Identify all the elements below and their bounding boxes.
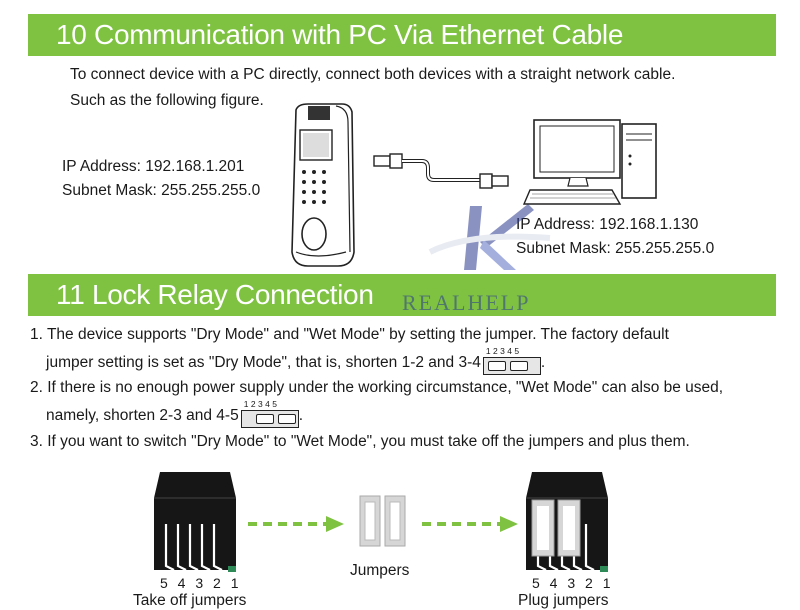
item-1-end: . <box>540 354 546 372</box>
network-cable-illustration <box>373 153 509 189</box>
jumper-pin-numbers: 12345 <box>243 399 280 409</box>
plug-jumpers-label: Plug jumpers <box>518 592 609 609</box>
wet-mode-jumper-icon: 12345 <box>240 399 299 428</box>
pc-subnet-mask: Subnet Mask: 255.255.255.0 <box>516 240 715 257</box>
pc-ip-address: IP Address: 192.168.1.130 <box>516 216 699 233</box>
item-3: 3. If you want to switch "Dry Mode" to "… <box>30 433 690 450</box>
jumper-pin-numbers: 12345 <box>485 346 522 356</box>
take-off-jumpers-label: Take off jumpers <box>133 592 247 609</box>
arrow-right-icon <box>422 516 518 532</box>
relay-block-without-jumpers <box>154 472 236 572</box>
arrow-right-icon <box>248 516 344 532</box>
realhelp-watermark-text: REALHELP <box>402 290 531 315</box>
realhelp-watermark-logo <box>428 204 551 270</box>
pc-illustration <box>522 119 657 205</box>
item-2-line-2: namely, shorten 2-3 and 4-5 12345. <box>46 399 304 428</box>
jumper-cap-icon <box>509 361 528 371</box>
item-2-line-1: 2. If there is no enough power supply un… <box>30 379 724 396</box>
item-1-text: jumper setting is set as "Dry Mode", tha… <box>46 354 481 372</box>
right-pin-numbers: 5 4 3 2 1 <box>532 575 614 591</box>
jumpers-illustration <box>359 495 406 547</box>
section-10-header: 10 Communication with PC Via Ethernet Ca… <box>28 14 776 56</box>
intro-line-2: Such as the following figure. <box>70 92 264 109</box>
relay-block-with-jumpers <box>526 472 608 572</box>
intro-line-1: To connect device with a PC directly, co… <box>70 66 676 83</box>
item-1-line-2: jumper setting is set as "Dry Mode", tha… <box>46 346 546 375</box>
item-1-line-1: 1. The device supports "Dry Mode" and "W… <box>30 326 669 343</box>
access-device-illustration <box>291 103 355 267</box>
left-pin-numbers: 5 4 3 2 1 <box>160 575 242 591</box>
dry-mode-jumper-icon: 12345 <box>482 346 541 375</box>
jumper-cap-icon <box>487 361 506 371</box>
device-subnet-mask: Subnet Mask: 255.255.255.0 <box>62 182 261 199</box>
item-2-text: namely, shorten 2-3 and 4-5 <box>46 407 239 425</box>
jumpers-label: Jumpers <box>350 562 410 579</box>
device-ip-address: IP Address: 192.168.1.201 <box>62 158 245 175</box>
jumper-cap-icon <box>255 414 274 424</box>
item-2-end: . <box>298 407 304 425</box>
section-11-header: 11 Lock Relay Connection <box>28 274 776 316</box>
jumper-cap-icon <box>277 414 296 424</box>
